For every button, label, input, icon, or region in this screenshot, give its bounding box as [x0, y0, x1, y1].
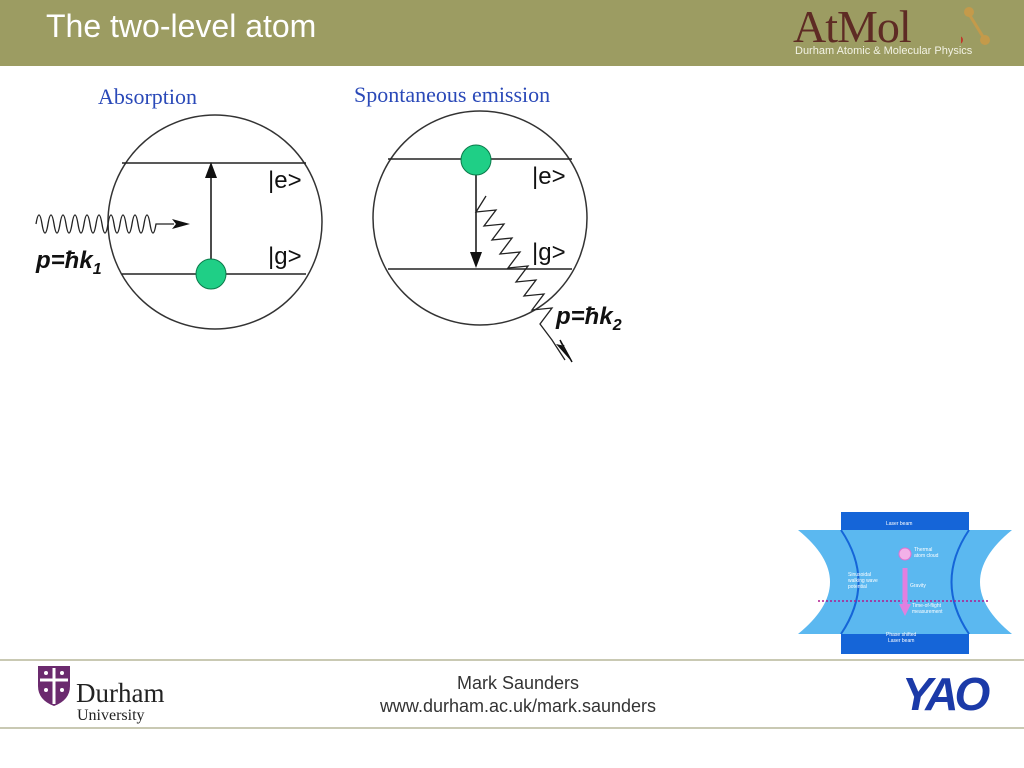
trap-potential-label-2: walking wave: [848, 578, 878, 584]
absorption-photon-arrowhead: [172, 219, 190, 229]
slide-title: The two-level atom: [46, 8, 317, 44]
durham-university-logo: Durham University: [36, 664, 186, 726]
absorption-incoming-photon: [35, 214, 174, 234]
atmol-logo-subtitle: Durham Atomic & Molecular Physics: [795, 45, 973, 57]
trap-laser-top-label: Laser beam: [886, 521, 912, 527]
atmol-logo: AtMol Durham Atomic & Molecular Physics: [783, 1, 1019, 64]
absorption-diagram: Absorption |e> |g> p=ħk1: [35, 84, 323, 330]
emission-label: Spontaneous emission: [354, 82, 550, 107]
absorption-arrow-head: [205, 162, 217, 178]
emission-outgoing-photon: [474, 195, 566, 361]
two-level-atom-diagrams: Absorption |e> |g> p=ħk1 Spontaneous emi…: [35, 82, 622, 363]
emission-arrow-head: [470, 252, 482, 268]
emission-atom-dot: [460, 144, 492, 176]
absorption-momentum-label: p=ħk1: [35, 247, 102, 278]
absorption-atom-dot: [195, 258, 227, 290]
footer-author: Mark Saunders: [456, 673, 580, 693]
durham-logo-name: Durham: [76, 678, 165, 708]
atom-trap-figure: Laser beam Thermal atom cloud Sinusoidal…: [798, 512, 1012, 654]
durham-logo-sub: University: [77, 707, 145, 724]
emission-photon-arrowhead: [556, 342, 572, 362]
footer-divider-bottom: [0, 727, 1024, 729]
emission-diagram: Spontaneous emission |e> |g> p=ħk2: [354, 82, 622, 363]
trap-gravity-label: Gravity: [910, 583, 926, 589]
absorption-label: Absorption: [98, 84, 197, 109]
trap-atom-cloud: [898, 547, 912, 561]
absorption-excited-ket: |e>: [268, 167, 302, 194]
slide-header: The two-level atom AtMol Durham Atomic &…: [0, 0, 1024, 66]
footer-credits: Mark Saunders www.durham.ac.uk/mark.saun…: [318, 672, 718, 718]
footer-url[interactable]: www.durham.ac.uk/mark.saunders: [379, 696, 657, 716]
yao-logo-text: YAO: [902, 668, 990, 720]
atmol-logo-text: AtMol: [793, 1, 912, 52]
trap-atom-cloud-label-1: Thermal: [914, 547, 932, 553]
durham-crest-icon: [38, 666, 70, 706]
trap-laser-bottom-label-1: Phase shifted: [886, 632, 917, 638]
emission-photon-arrow-tip: [559, 339, 573, 363]
emission-excited-ket: |e>: [532, 163, 566, 190]
emission-atom-boundary: [372, 110, 588, 326]
trap-gravity-arrowhead: [899, 604, 911, 616]
trap-potential-label-1: Sinusoidal: [848, 572, 871, 578]
trap-tof-label-2: measurement: [912, 609, 943, 615]
atmol-molecule-icon: [961, 7, 990, 45]
absorption-ground-ket: |g>: [268, 243, 302, 270]
trap-potential-label-3: potential: [848, 584, 867, 590]
yao-logo: YAO: [902, 668, 990, 720]
trap-atom-cloud-label-2: atom cloud: [914, 553, 939, 559]
emission-ground-ket: |g>: [532, 239, 566, 266]
emission-momentum-label: p=ħk2: [555, 303, 622, 334]
trap-tof-label-1: Time-of-flight: [912, 603, 942, 609]
trap-laser-bottom-label-2: Laser beam: [888, 638, 914, 644]
absorption-atom-boundary: [107, 114, 323, 330]
footer-divider-top: [0, 659, 1024, 661]
